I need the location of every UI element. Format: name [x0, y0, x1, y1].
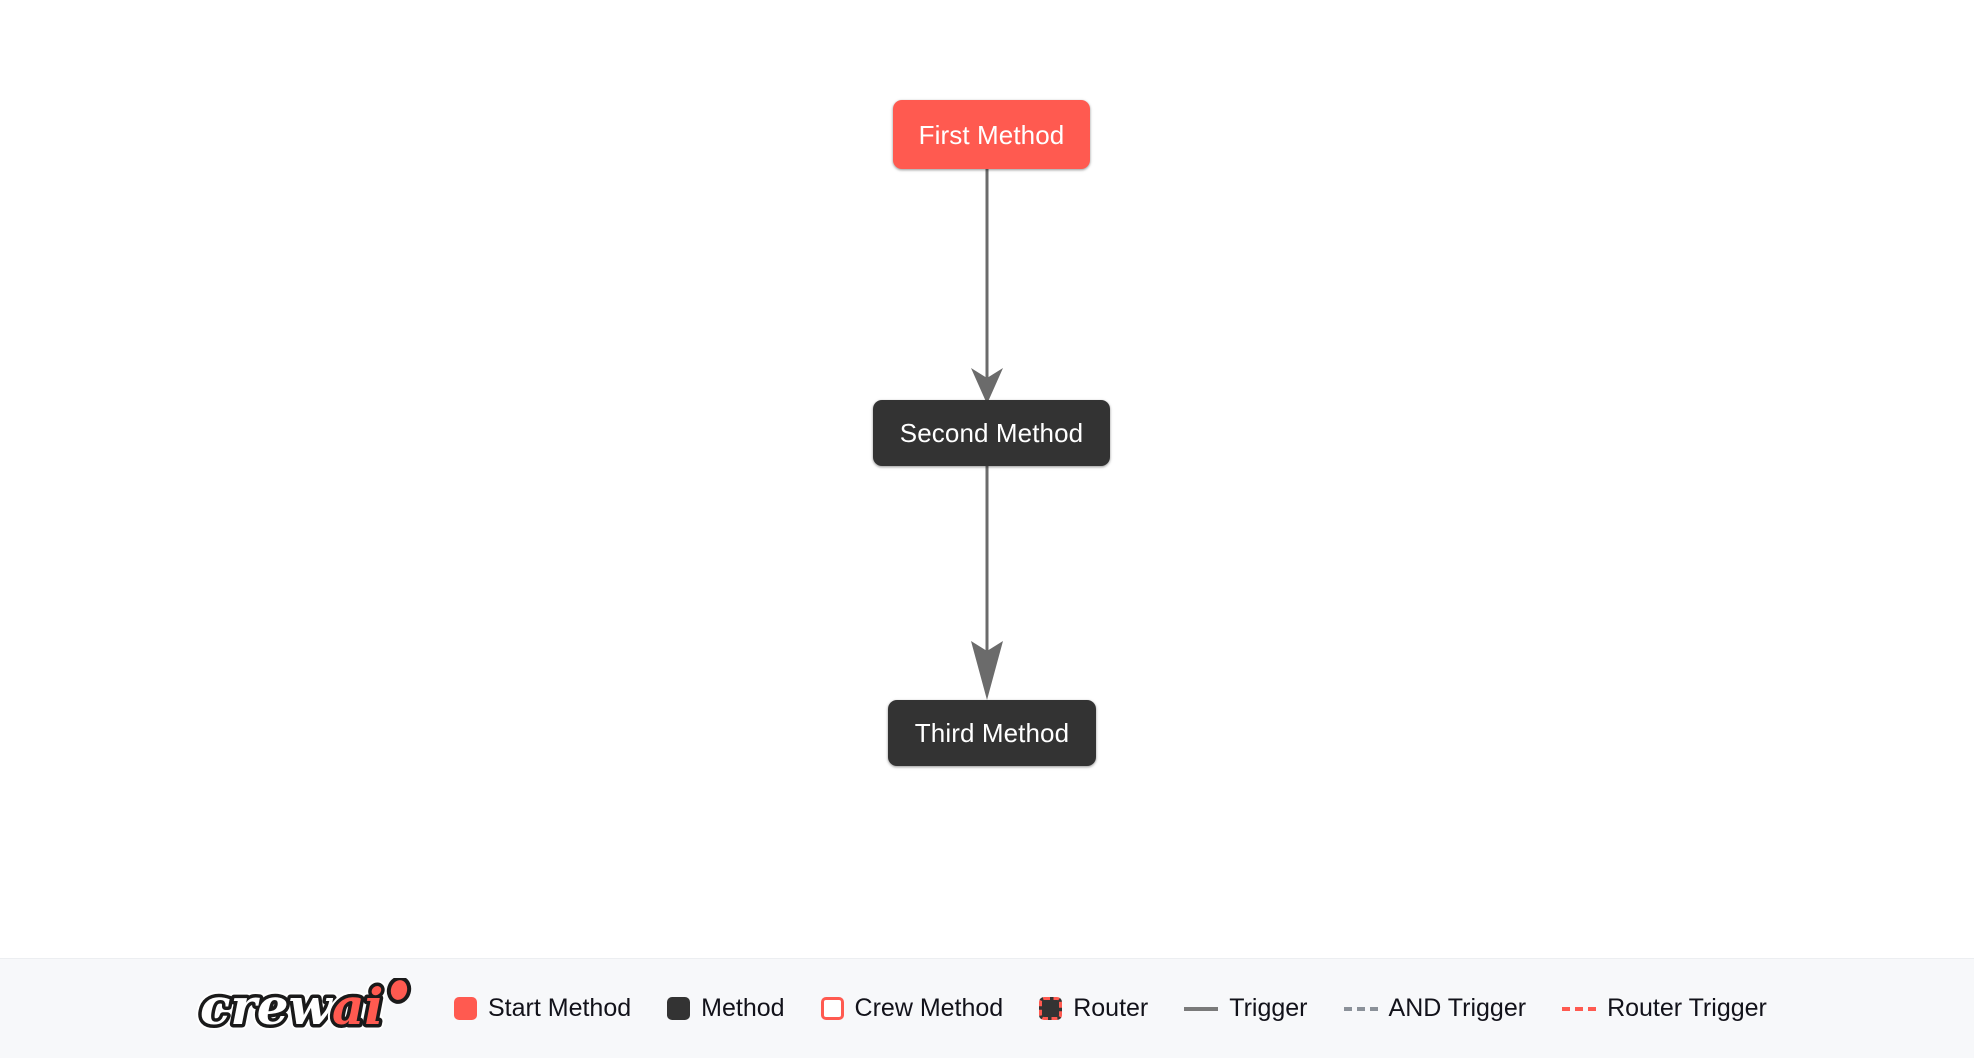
legend-bar: crew crew crew ai ai ai Start Method Met…: [0, 958, 1974, 1058]
svg-text:ai: ai: [332, 978, 383, 1036]
start-method-swatch-icon: [454, 997, 477, 1020]
legend-item-trigger[interactable]: Trigger: [1184, 994, 1308, 1022]
legend-item-start-method[interactable]: Start Method: [454, 996, 631, 1021]
trigger-line-icon: [1184, 1006, 1219, 1011]
legend-item-router[interactable]: Router: [1039, 996, 1148, 1021]
legend-item-label: Router Trigger: [1607, 994, 1767, 1022]
and-trigger-line-icon: [1343, 1006, 1378, 1011]
legend-item-and-trigger[interactable]: AND Trigger: [1343, 994, 1527, 1022]
legend-item-router-trigger[interactable]: Router Trigger: [1562, 996, 1767, 1021]
svg-text:crew: crew: [200, 978, 334, 1036]
svg-text:ai: ai: [332, 978, 383, 1036]
legend-item-label: Router: [1073, 994, 1149, 1022]
crewai-logo-icon: crew crew crew ai ai ai: [196, 977, 412, 1040]
legend-item-crew-method[interactable]: Crew Method: [820, 994, 1004, 1022]
legend-items: Start Method Method Crew Method Router T…: [454, 996, 1767, 1021]
legend-item-method[interactable]: Method: [667, 994, 785, 1022]
flow-node-second-method[interactable]: Second Method: [873, 400, 1110, 466]
crew-method-swatch-icon: [820, 997, 844, 1020]
method-swatch-icon: [667, 997, 691, 1020]
flow-node-third-method[interactable]: Third Method: [888, 700, 1096, 766]
flow-node-label: Second Method: [899, 418, 1084, 448]
flow-node-first-method[interactable]: First Method: [893, 100, 1090, 169]
flow-node-label: First Method: [918, 119, 1065, 150]
legend-item-label: Start Method: [488, 994, 632, 1022]
svg-text:ai: ai: [332, 978, 383, 1036]
edge-second-to-third: [971, 466, 1003, 700]
legend-item-label: Trigger: [1229, 994, 1308, 1022]
legend-item-label: Crew Method: [854, 994, 1004, 1022]
svg-text:crew: crew: [200, 978, 334, 1036]
svg-text:crew: crew: [200, 978, 334, 1036]
router-swatch-icon: [1039, 997, 1063, 1020]
legend-item-label: Method: [701, 994, 785, 1022]
crewai-logo: crew crew crew ai ai ai: [196, 977, 424, 1040]
flow-canvas[interactable]: First Method Second Method Third Method: [0, 0, 1974, 958]
router-trigger-line-icon: [1562, 1006, 1597, 1011]
flow-node-label: Third Method: [914, 718, 1070, 748]
legend-item-label: AND Trigger: [1388, 994, 1527, 1022]
